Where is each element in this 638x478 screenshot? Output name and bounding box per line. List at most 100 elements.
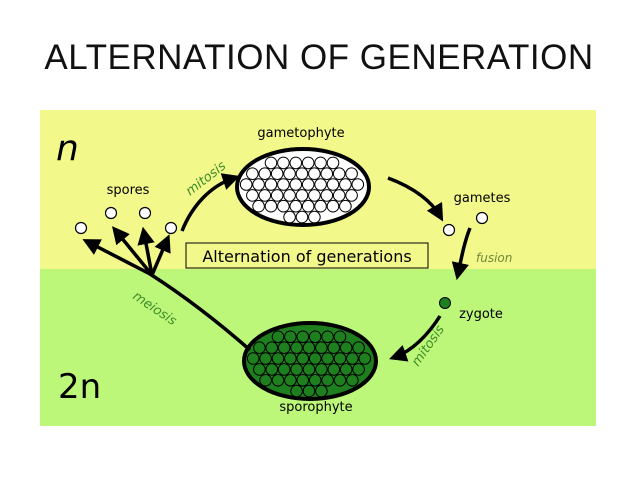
- sporophyte-cell: [333, 352, 347, 365]
- fusion-label: fusion: [476, 251, 512, 265]
- sporophyte-cell: [321, 330, 334, 344]
- sporophyte-cell: [308, 374, 322, 387]
- gametophyte-cell: [301, 156, 315, 170]
- gametophyte-cell: [289, 199, 303, 213]
- gametophyte-cell: [246, 167, 259, 181]
- gametophyte-cell: [270, 167, 284, 181]
- gametophyte-cell: [239, 178, 253, 191]
- gametophyte-cell: [264, 178, 278, 191]
- sporophyte-cell: [302, 341, 316, 354]
- sporophyte-cell: [321, 352, 334, 365]
- gametophyte-cell: [301, 178, 315, 191]
- sporophyte-cell: [271, 330, 285, 344]
- spore-2: [104, 206, 118, 220]
- sporophyte-cell: [315, 363, 328, 376]
- gametophyte-cell: [270, 189, 284, 202]
- diploid-label: 2n: [58, 367, 101, 407]
- sporophyte-cell: [246, 352, 260, 365]
- gametophyte-cell: [246, 189, 259, 202]
- sporophyte-cell: [277, 341, 291, 354]
- gametophyte-cell: [339, 199, 352, 213]
- gametophyte-cell: [326, 199, 340, 213]
- gametophyte-cell: [308, 210, 321, 224]
- gametophyte-cell: [345, 167, 358, 181]
- gametophyte-cell: [314, 199, 327, 213]
- gamete-2: [475, 211, 489, 225]
- zygote: [439, 297, 451, 309]
- zygote-label: zygote: [459, 307, 503, 322]
- arrow-gametophyte-to-gametes: [387, 176, 444, 222]
- gametophyte-cell: [283, 189, 296, 202]
- sporophyte-cell: [284, 352, 297, 365]
- gametophyte-cells: [239, 156, 365, 224]
- sporophyte-cell: [352, 363, 365, 376]
- sporophyte-cell: [346, 374, 359, 387]
- arrow-fusion-to-zygote: [451, 227, 472, 281]
- gametophyte-cell: [326, 178, 340, 191]
- sporophyte-cell: [290, 341, 303, 354]
- gametophyte-cell: [258, 189, 272, 202]
- sporophyte-cell: [333, 374, 347, 387]
- sporophyte-cell: [315, 341, 328, 354]
- gametophyte-cell: [295, 189, 309, 202]
- gametophyte-cell: [258, 167, 272, 181]
- sporophyte-cell: [302, 363, 316, 376]
- gametophyte-cell: [283, 167, 296, 181]
- gametophyte-cell: [314, 156, 327, 170]
- gametophyte-cell: [320, 189, 334, 202]
- gametophyte-cell: [301, 199, 315, 213]
- sporophyte-cell: [339, 363, 353, 376]
- sporophyte-cell: [284, 374, 297, 387]
- haploid-label: n: [56, 128, 79, 169]
- sporophyte-cell: [265, 363, 279, 376]
- sporophyte-cell: [290, 363, 303, 376]
- arrow-meiosis-to-spores: [82, 226, 252, 352]
- gametophyte-cell: [277, 199, 290, 213]
- sporophyte: [242, 321, 378, 401]
- sporophyte-cell: [271, 374, 285, 387]
- gametophyte-cell: [252, 178, 265, 191]
- gamete-1: [442, 223, 456, 237]
- sporophyte-cell: [302, 384, 316, 398]
- sporophyte-cell: [271, 352, 285, 365]
- sporophyte-cell: [339, 341, 353, 354]
- gametophyte: [235, 147, 371, 227]
- sporophyte-cell: [259, 374, 272, 387]
- sporophyte-cell: [284, 330, 297, 344]
- gametophyte-cell: [326, 156, 340, 170]
- sporophyte-cell: [333, 330, 347, 344]
- center-label-box: [185, 242, 429, 269]
- gametophyte-cell: [277, 156, 290, 170]
- gametophyte-cell: [295, 167, 309, 181]
- gametophyte-cell: [252, 199, 265, 213]
- center-label: Alternation of generations: [202, 247, 411, 266]
- gametophyte-cell: [351, 178, 365, 191]
- sporophyte-cell: [296, 374, 310, 387]
- sporophyte-cell: [265, 341, 279, 354]
- gametophyte-cell: [277, 178, 290, 191]
- spore-3: [138, 206, 152, 220]
- sporophyte-cell: [253, 363, 266, 376]
- gametophyte-cell: [332, 167, 346, 181]
- sporophyte-cell: [327, 363, 341, 376]
- alternation-diagram: n 2n gametophyte sporophyte Alternation …: [40, 110, 596, 426]
- sporophyte-cell: [259, 352, 272, 365]
- gametophyte-cell: [264, 199, 278, 213]
- gametophyte-cell: [320, 167, 334, 181]
- arrow-spores-to-gametophyte: [180, 173, 240, 232]
- gametophyte-cell: [339, 178, 352, 191]
- sporophyte-cell: [308, 330, 322, 344]
- gametophyte-label: gametophyte: [257, 126, 344, 141]
- gametes-label: gametes: [454, 191, 511, 206]
- gametophyte-cell: [264, 156, 278, 170]
- gametophyte-cell: [289, 156, 303, 170]
- spore-1: [74, 221, 88, 235]
- gametophyte-cell: [295, 210, 309, 224]
- sporophyte-cell: [321, 374, 334, 387]
- sporophyte-label: sporophyte: [279, 400, 352, 415]
- gametophyte-cell: [308, 189, 321, 202]
- sporophyte-cell: [296, 352, 310, 365]
- arrow-zygote-to-sporophyte: [389, 315, 442, 362]
- sporophyte-cells: [246, 330, 372, 398]
- slide-title: ALTERNATION OF GENERATION: [44, 38, 594, 77]
